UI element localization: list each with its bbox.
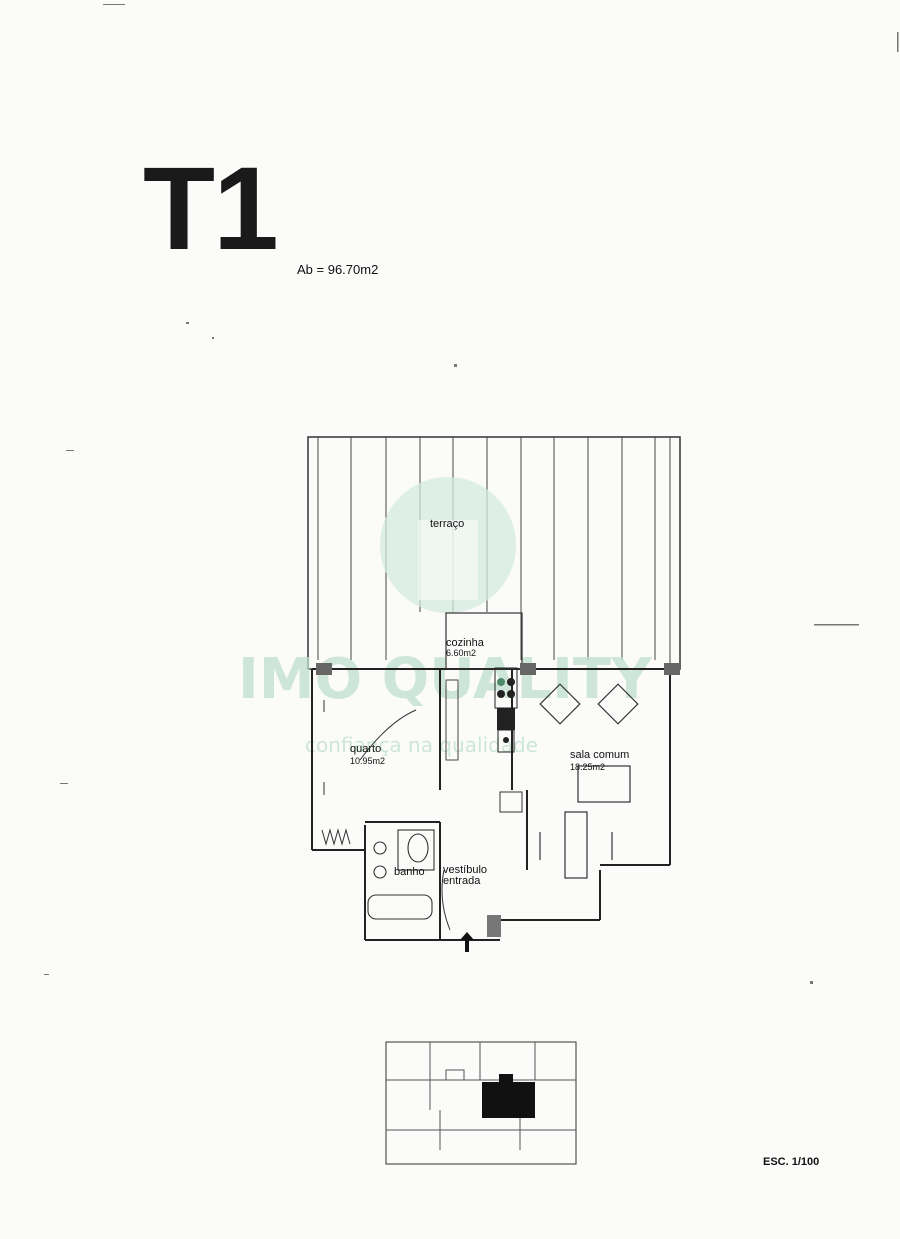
living-label: sala comum (570, 749, 629, 761)
living-area: 18.25m2 (570, 762, 605, 772)
bathroom-label: banho (394, 866, 425, 878)
living-furniture (539, 683, 639, 879)
pillars (316, 663, 680, 937)
key-plan (385, 1041, 577, 1165)
key-plan-highlight (482, 1074, 535, 1118)
unit-type-title: T1 (143, 143, 279, 275)
kitchen-area: 6.60m2 (446, 648, 476, 658)
bedroom-fixtures (321, 700, 417, 846)
bathroom-fixtures (367, 829, 435, 920)
watermark-tagline: confiança na qualidade (305, 733, 538, 757)
terrace-label: terraço (430, 518, 464, 530)
scan-specks (44, 4, 899, 984)
kitchen-label: cozinha (446, 637, 485, 649)
walls (311, 668, 680, 941)
kitchen (445, 612, 523, 813)
scale-label: ESC. 1/100 (763, 1156, 820, 1168)
hall-label: vestíbulo (443, 864, 487, 876)
bedroom-label: quarto (350, 743, 381, 755)
hall-sublabel: entrada (443, 875, 481, 887)
bedroom-area: 10.95m2 (350, 756, 385, 766)
entrance (441, 869, 474, 952)
entrance-arrow-icon (460, 932, 474, 952)
gross-area-label: Ab = 96.70m2 (297, 262, 379, 277)
